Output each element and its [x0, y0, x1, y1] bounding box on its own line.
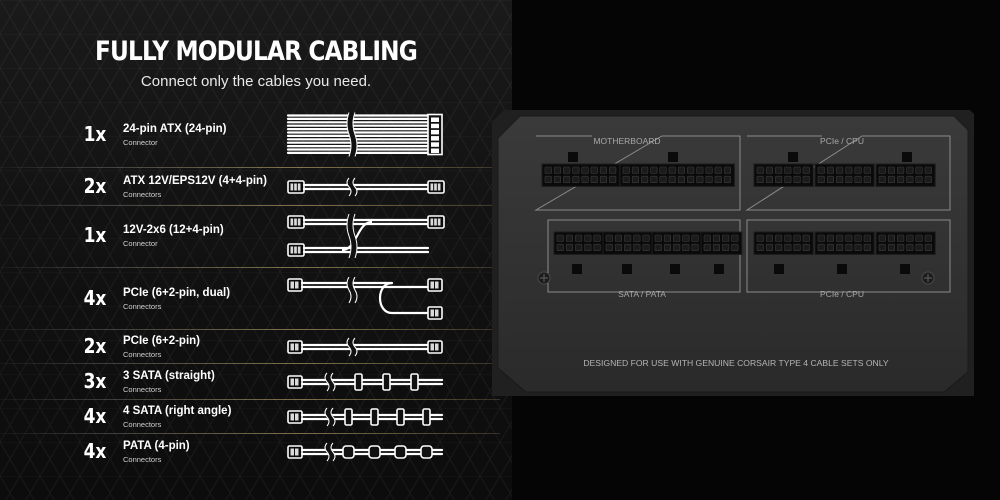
- cable-row: 1x 24-pin ATX (24-pin) Connector: [0, 106, 512, 163]
- cable-name: 3 SATA (straight): [123, 370, 215, 382]
- page-subtitle: Connect only the cables you need.: [140, 73, 372, 90]
- cable-name: PCIe (6+2-pin): [123, 335, 201, 347]
- psu-footer-note: DESIGNED FOR USE WITH GENUINE CORSAIR TY…: [583, 358, 889, 368]
- eps-cable-icon: [287, 176, 445, 198]
- cable-quantity: 4x: [83, 404, 107, 428]
- cable-row: 4x PCIe (6+2-pin, dual) Connectors: [0, 270, 512, 328]
- pcie-dual-cable-icon: [287, 275, 443, 320]
- cable-connector-label: Connectors: [123, 385, 162, 394]
- cable-row: 4x 4 SATA (right angle) Connectors: [0, 402, 512, 432]
- cable-name: 12V-2x6 (12+4-pin): [123, 224, 224, 236]
- psu-label-pcie-cpu-top: PCIe / CPU: [820, 136, 864, 146]
- row-divider: [0, 167, 500, 168]
- ribbon-24pin-cable-icon: [286, 111, 443, 158]
- page-title: FULLY MODULAR CABLING: [95, 36, 418, 67]
- cable-quantity: 1x: [83, 223, 107, 247]
- row-divider: [0, 363, 500, 364]
- psu-label-sata-pata: SATA / PATA: [618, 289, 666, 299]
- sata-right-angle-cable-icon: [287, 406, 444, 428]
- cable-connector-label: Connectors: [123, 190, 162, 199]
- cable-quantity: 3x: [83, 369, 107, 393]
- cable-name: 24-pin ATX (24-pin): [123, 122, 227, 135]
- cable-row: 1x 12V-2x6 (12+4-pin) Connector: [0, 208, 512, 264]
- cable-quantity: 1x: [83, 121, 107, 146]
- 12v-2x6-cable-icon: [287, 212, 445, 260]
- row-divider: [0, 329, 500, 330]
- cable-connector-label: Connector: [123, 239, 158, 248]
- cable-name: 4 SATA (right angle): [123, 405, 232, 417]
- row-divider: [0, 267, 500, 268]
- cable-connector-label: Connectors: [123, 302, 162, 311]
- cable-quantity: 4x: [83, 286, 107, 310]
- cable-name: PATA (4-pin): [123, 440, 190, 452]
- row-divider: [0, 205, 500, 206]
- cable-row: 3x 3 SATA (straight) Connectors: [0, 366, 512, 398]
- cable-quantity: 2x: [83, 334, 107, 358]
- cable-connector-label: Connectors: [123, 420, 162, 429]
- cable-connector-label: Connectors: [123, 455, 162, 464]
- row-divider: [0, 399, 500, 400]
- cable-row: 4x PATA (4-pin) Connectors: [0, 436, 512, 468]
- psu-label-motherboard: MOTHERBOARD: [593, 136, 660, 146]
- cable-quantity: 2x: [83, 174, 107, 198]
- pata-cable-icon: [287, 441, 444, 463]
- psu-label-pcie-cpu-bottom: PCIe / CPU: [820, 289, 864, 299]
- cable-connector-label: Connector: [123, 137, 158, 147]
- pcie-cable-icon: [287, 336, 443, 358]
- cable-name: ATX 12V/EPS12V (4+4-pin): [123, 175, 267, 187]
- cable-row: 2x PCIe (6+2-pin) Connectors: [0, 332, 512, 362]
- cable-connector-label: Connectors: [123, 350, 162, 359]
- cable-name: PCIe (6+2-pin, dual): [123, 287, 231, 299]
- cable-quantity: 4x: [83, 439, 107, 463]
- cable-row: 2x ATX 12V/EPS12V (4+4-pin) Connectors: [0, 170, 512, 204]
- cable-list-panel: FULLY MODULAR CABLING Connect only the c…: [0, 0, 512, 500]
- sata-straight-cable-icon: [287, 371, 444, 393]
- row-divider: [0, 433, 500, 434]
- psu-modular-panel: MOTHERBOARD PCIe / CPU SATA / PATA PCIe …: [492, 110, 974, 396]
